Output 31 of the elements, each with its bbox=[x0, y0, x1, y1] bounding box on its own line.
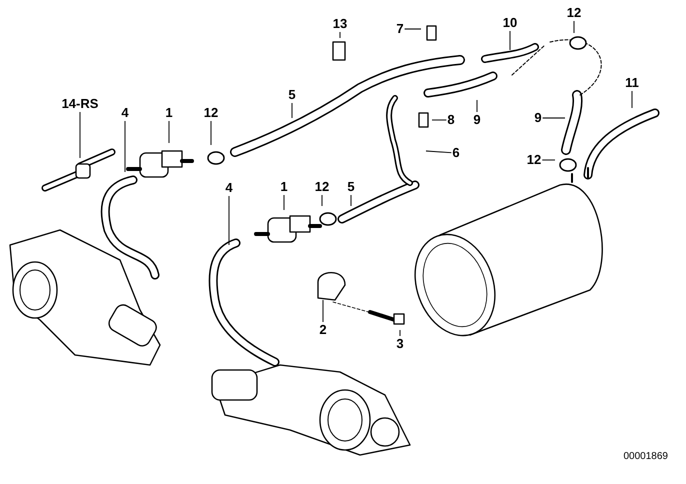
callout-number: 12 bbox=[526, 153, 542, 167]
callout-number: 4 bbox=[225, 181, 233, 195]
callout-number: 1 bbox=[280, 180, 288, 194]
callout-number: 3 bbox=[396, 337, 404, 351]
callout-number: 9 bbox=[534, 111, 542, 125]
leader-line bbox=[426, 150, 452, 154]
callout-number: 9 bbox=[473, 113, 481, 127]
callout-number: 11 bbox=[625, 76, 639, 90]
leader-line bbox=[124, 120, 126, 172]
drawing-number: 00001869 bbox=[624, 451, 668, 462]
callout-number: 12 bbox=[314, 180, 330, 194]
callout-number: 10 bbox=[502, 16, 518, 30]
leader-line bbox=[476, 100, 478, 112]
callout-number: 5 bbox=[347, 180, 355, 194]
leader-line bbox=[228, 196, 230, 246]
callout-number: 1 bbox=[165, 106, 173, 120]
callout-number: 6 bbox=[452, 146, 460, 160]
callout-number: 8 bbox=[447, 113, 455, 127]
callout-number: 7 bbox=[396, 22, 404, 36]
leader-line bbox=[168, 120, 170, 144]
leader-line bbox=[210, 120, 212, 146]
callout-number: 2 bbox=[319, 323, 327, 337]
callout-number: 13 bbox=[332, 17, 348, 31]
leader-line bbox=[404, 28, 422, 30]
callout-number: 14-RS bbox=[62, 97, 98, 111]
callout-number: 12 bbox=[204, 106, 218, 120]
callout-number: 12 bbox=[566, 6, 582, 20]
leader-line bbox=[350, 194, 352, 206]
callout-number: 5 bbox=[288, 88, 296, 102]
callout-number: 4 bbox=[121, 106, 129, 120]
leader-line bbox=[322, 300, 324, 322]
